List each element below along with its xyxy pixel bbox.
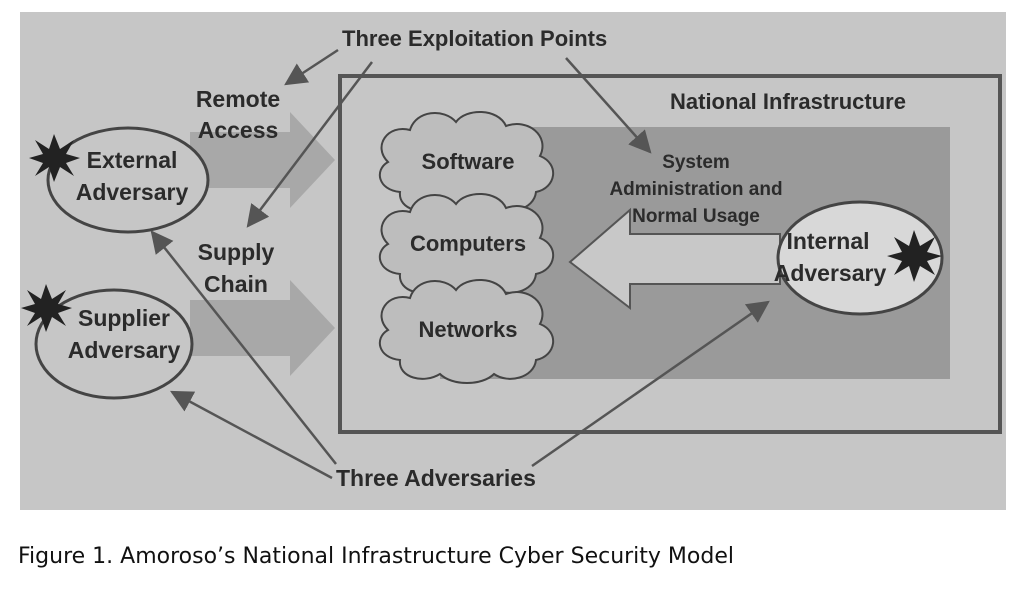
internal-adversary-ellipse — [776, 200, 944, 316]
three-exploitation-points-label: Three Exploitation Points — [342, 26, 607, 51]
diagram-figure: Three Exploitation Points National Infra… — [20, 12, 1006, 510]
pointer-to-supply-chain — [246, 61, 373, 228]
supply-chain-arrow — [190, 280, 335, 376]
remote-access-label-line-1: Remote — [196, 86, 280, 112]
supplier-adversary-label-line-1: Supplier — [78, 305, 170, 331]
cloud-networks — [378, 278, 555, 384]
external-adversary-ellipse — [46, 126, 210, 234]
supply-chain-label-line-1: Supply — [198, 239, 275, 265]
supply-chain-label-line-2: Chain — [204, 271, 268, 297]
system-admin-label-line-3: Normal Usage — [632, 206, 760, 227]
external-adversary-label-line-1: External — [87, 147, 178, 173]
pointer-to-internal-adversary — [531, 300, 770, 468]
figure-caption: Figure 1. Amoroso’s National Infrastruct… — [18, 544, 734, 569]
cloud-software-label: Software — [422, 149, 515, 174]
cloud-networks-label: Networks — [418, 317, 517, 342]
supplier-adversary-ellipse — [34, 288, 194, 400]
pointer-lines — [150, 48, 770, 480]
pointer-to-system-admin — [565, 57, 652, 154]
pointer-to-external-adversary — [150, 230, 337, 465]
remote-access-arrow — [190, 112, 335, 208]
national-infrastructure-box — [338, 74, 1002, 434]
external-starburst-icon — [29, 134, 80, 182]
external-adversary-label-line-2: Adversary — [76, 179, 189, 205]
three-adversaries-label: Three Adversaries — [336, 465, 536, 491]
supplier-starburst-icon — [21, 284, 72, 332]
system-admin-label-line-1: System — [662, 152, 730, 173]
national-infrastructure-label: National Infrastructure — [670, 89, 906, 114]
pointer-to-remote-access — [284, 48, 339, 86]
remote-access-label-line-2: Access — [198, 117, 279, 143]
internal-adversary-label-line-1: Internal — [786, 228, 869, 254]
internal-starburst-icon — [887, 230, 942, 282]
cloud-computers-label: Computers — [410, 231, 526, 256]
internal-adversary-label-line-2: Adversary — [774, 260, 887, 286]
system-admin-label-line-2: Administration and — [609, 179, 782, 200]
supplier-adversary-label-line-2: Adversary — [68, 337, 181, 363]
pointer-to-supplier-adversary — [170, 390, 333, 480]
